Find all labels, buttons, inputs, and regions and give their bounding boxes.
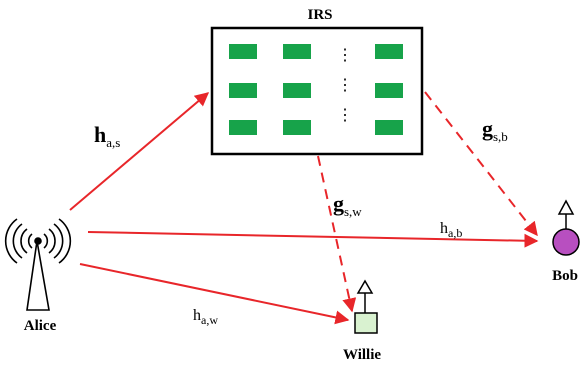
bob-device (552, 228, 580, 256)
irs-element (375, 83, 403, 98)
irs-element (229, 83, 257, 98)
irs-dots-3: ⋮ (337, 107, 353, 124)
label-h-ab: ha,b (440, 220, 462, 240)
link-irs-willie (317, 155, 357, 313)
link-irs-bob (424, 91, 538, 237)
alice-antenna-icon (4, 218, 72, 311)
willie-label: Willie (343, 347, 381, 363)
irs-dots-1: ⋮ (337, 47, 353, 64)
irs-element (283, 44, 311, 59)
irs-element (283, 120, 311, 135)
irs-element (229, 44, 257, 59)
label-h-as: ha,s (94, 122, 120, 150)
willie-device (354, 312, 378, 334)
irs-element (375, 120, 403, 135)
willie-antenna-icon (356, 279, 374, 313)
link-alice-bob (87, 231, 539, 248)
label-h-aw: ha,w (193, 307, 218, 327)
irs-title: IRS (307, 7, 332, 23)
irs-element-grid (229, 44, 403, 135)
irs-element (283, 83, 311, 98)
irs-element (375, 44, 403, 59)
bob-label: Bob (552, 268, 578, 284)
link-alice-willie (79, 263, 350, 325)
link-alice-irs (69, 92, 210, 211)
label-g-sw: gs,w (333, 191, 362, 219)
irs-dots-2: ⋮ (337, 77, 353, 94)
bob-antenna-icon (557, 199, 575, 230)
alice-label: Alice (24, 318, 57, 334)
irs-element (229, 120, 257, 135)
label-g-sb: gs,b (482, 116, 508, 144)
